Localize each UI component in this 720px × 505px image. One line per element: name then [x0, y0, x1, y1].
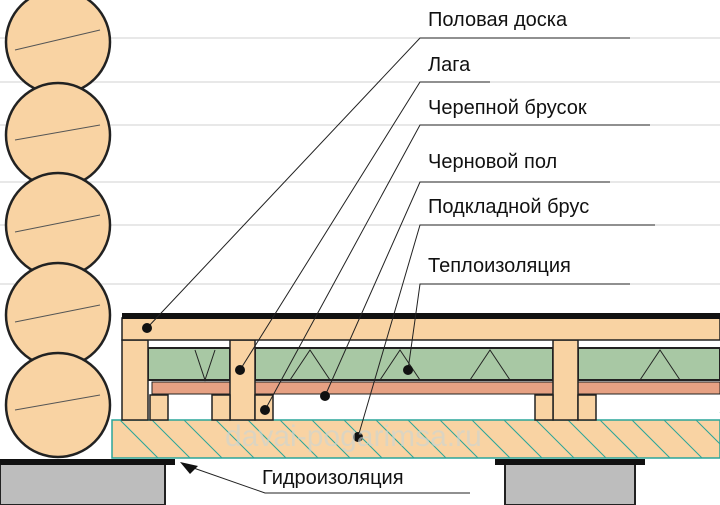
hatch-line: [311, 419, 351, 459]
beam-hatch: [119, 412, 720, 459]
label-insulation: Теплоизоляция: [428, 255, 571, 277]
hatch-line: [439, 419, 479, 459]
hatch-line: [151, 419, 191, 459]
label-support-beam: Подкладной брус: [428, 196, 590, 218]
hatch-line: [183, 419, 223, 459]
log-wall: [4, 0, 112, 459]
label-floor-board: Половая доска: [428, 9, 568, 31]
hatch-line: [535, 419, 575, 459]
floor-board: [121, 317, 720, 341]
label-subfloor: Черновой пол: [428, 151, 558, 173]
hatch-line: [119, 419, 159, 459]
hatch-line: [471, 419, 511, 459]
marker-dots: [142, 323, 413, 442]
watermark: davai-pogarimsa.ru: [225, 420, 482, 453]
hatch-line: [215, 419, 255, 459]
hatch-line: [695, 419, 720, 445]
label-waterproofing: Гидроизоляция: [262, 467, 404, 489]
hatch-line: [247, 419, 287, 459]
hatch-line: [407, 419, 447, 459]
foundation: [0, 459, 645, 505]
hatch-line: [343, 419, 383, 459]
hatch-line: [663, 419, 703, 459]
joists: [121, 339, 597, 421]
guide-lines: [0, 37, 720, 285]
log-grain: [14, 29, 101, 411]
hatch-line: [599, 419, 639, 459]
hatch-line: [567, 419, 607, 459]
label-joist: Лага: [428, 54, 471, 76]
leader-lines: [146, 37, 655, 494]
hatch-line: [279, 419, 319, 459]
hatch-line: [631, 419, 671, 459]
hatch-line: [375, 419, 415, 459]
hatch-line: [503, 419, 543, 459]
label-cranial-bar: Черепной брусок: [428, 97, 587, 119]
